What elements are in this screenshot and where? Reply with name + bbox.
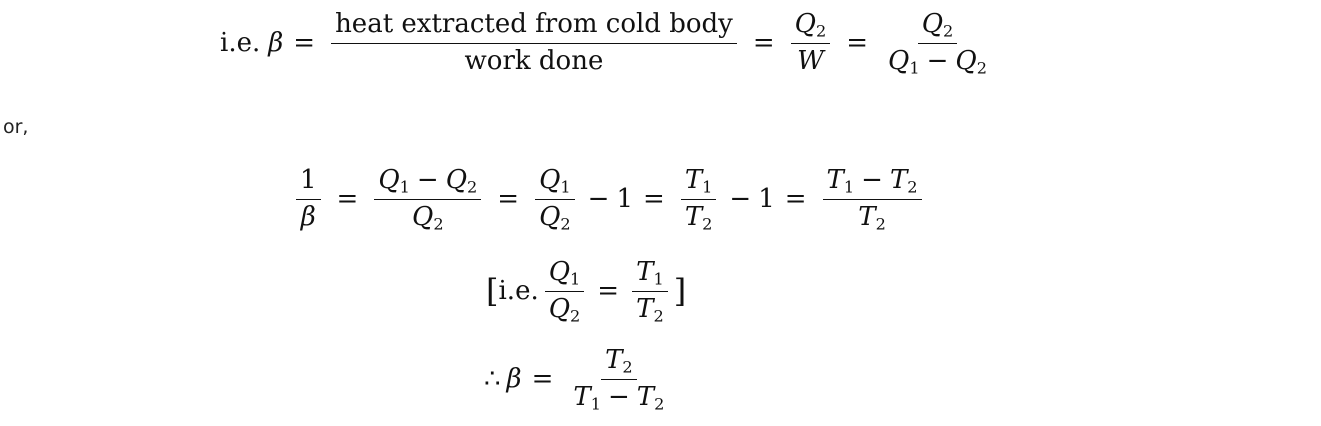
equals-sign: = [497,184,520,215]
fraction-q2-over-w: Q2 W [790,9,831,77]
fraction-t1-over-t2: T1 T2 [680,165,717,233]
beta-symbol: β [506,364,522,395]
numerator-heat-extracted: heat extracted from cold body [331,9,737,44]
one-term: 1 [616,184,634,215]
fraction-heat-over-work: heat extracted from cold body work done [331,9,737,77]
fraction-q1-minus-q2-over-q2: Q1−Q2 Q2 [374,165,482,233]
equals-sign: = [752,28,775,59]
equation-reciprocal-beta: 1 β = Q1−Q2 Q2 = Q1 Q2 − 1 = T1 T2 − 1 =… [290,165,928,233]
fraction-q1-over-q2: Q1 Q2 [544,257,585,325]
ie-label: i.e. [498,276,539,307]
beta-symbol: β [268,28,284,59]
fraction-one-over-beta: 1 β [296,165,321,233]
or-text: or, [3,116,29,138]
equals-sign: = [846,28,869,59]
equation-cop-definition: i.e. β = heat extracted from cold body w… [220,9,997,78]
equation-beta-result: ∴ β = T2 T1−T2 [484,345,674,414]
equals-sign: = [643,184,665,215]
equals-sign: = [597,276,620,307]
denominator-work-done: work done [464,45,604,76]
one-term: 1 [758,184,775,215]
fraction-t2-over-t1-minus-t2: T2 T1−T2 [573,345,665,414]
fraction-t1-minus-t2-over-t2: T1−T2 T2 [822,165,922,233]
equals-sign: = [336,184,359,215]
minus-sign: − [729,184,752,215]
equals-sign: = [784,184,807,215]
fraction-t1-over-t2: T1 T2 [632,257,668,325]
open-bracket: [ [486,272,499,311]
equals-sign: = [293,28,316,59]
equals-sign: = [531,364,554,395]
minus-sign: − [587,184,610,215]
fraction-q2-over-q1-minus-q2: Q2 Q1−Q2 [888,9,987,78]
equation-ratio-note: [ i.e. Q1 Q2 = T1 T2 ] [486,257,687,325]
fraction-q1-over-q2: Q1 Q2 [535,165,575,233]
close-bracket: ] [673,272,687,311]
ie-label: i.e. [220,28,261,59]
therefore-symbol: ∴ [484,364,501,395]
